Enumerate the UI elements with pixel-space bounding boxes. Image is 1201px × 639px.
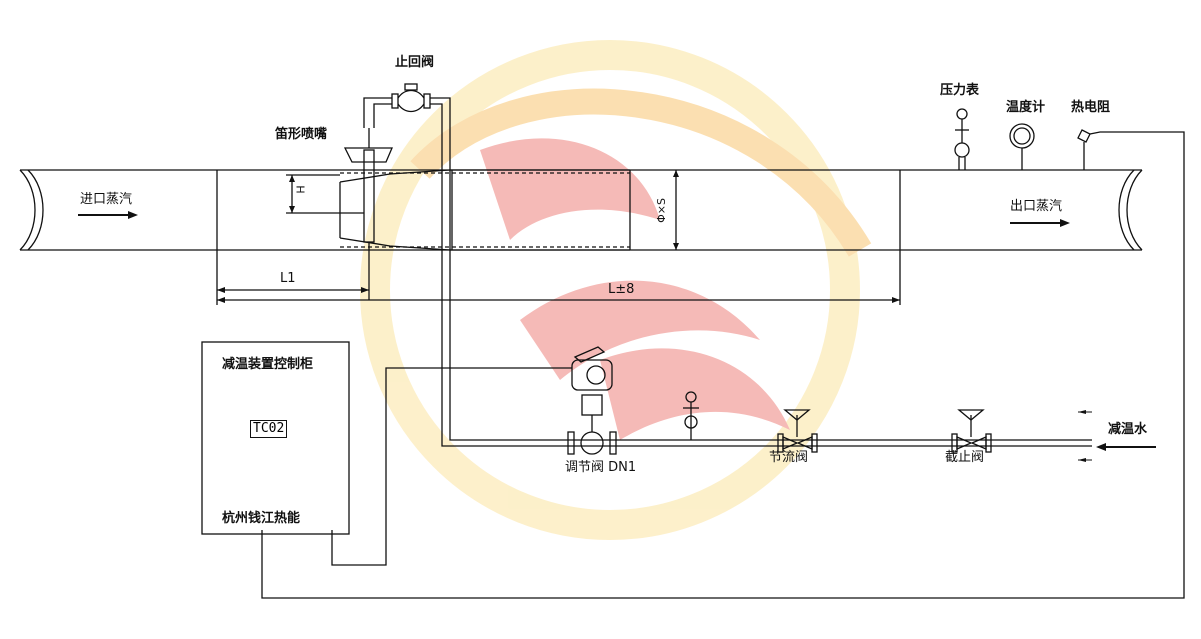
venturi-tube xyxy=(339,169,631,251)
stop-valve-label: 截止阀 xyxy=(945,450,985,465)
pressure-gauge-label: 压力表 xyxy=(940,83,980,98)
thermometer-symbol xyxy=(1009,123,1035,170)
steam-inlet-label: 进口蒸汽 xyxy=(80,192,133,207)
control-cabinet xyxy=(201,341,350,535)
tc-indicator: TC02 xyxy=(250,420,288,439)
check-valve-symbol xyxy=(391,83,431,113)
water-piping xyxy=(363,97,1092,447)
steam-outlet-label: 出口蒸汽 xyxy=(1010,199,1063,214)
diameter-dimension-label: Φ×S xyxy=(654,198,668,223)
thermometer-label: 温度计 xyxy=(1006,100,1046,115)
control-valve-label: 调节阀 DN1 xyxy=(565,460,637,475)
control-valve-symbol xyxy=(567,346,617,455)
stop-valve-symbol xyxy=(951,409,992,453)
left-arrow-icon xyxy=(1096,443,1156,451)
throttle-valve-label: 节流阀 xyxy=(769,450,809,465)
height-dimension-label: H xyxy=(294,185,308,194)
cabinet-title: 减温装置控制柜 xyxy=(222,357,314,372)
l1-dimension-label: L1 xyxy=(280,271,296,286)
company-label: 杭州钱江热能 xyxy=(222,511,301,526)
desuper-water-label: 减温水 xyxy=(1108,422,1148,437)
thermal-resistor-label: 热电阻 xyxy=(1071,100,1111,115)
water-gauge-symbol xyxy=(683,391,699,440)
signal-line xyxy=(331,367,572,566)
throttle-valve-symbol xyxy=(777,409,818,453)
thermal-resistor-symbol xyxy=(261,129,1185,599)
flute-nozzle-label: 笛形喷嘴 xyxy=(275,127,328,142)
right-arrow-icon xyxy=(1010,219,1070,227)
l-total-dimension-label: L±8 xyxy=(608,282,635,297)
pressure-gauge-symbol xyxy=(954,108,970,170)
right-arrow-icon xyxy=(78,211,138,219)
check-valve-label: 止回阀 xyxy=(395,55,435,70)
